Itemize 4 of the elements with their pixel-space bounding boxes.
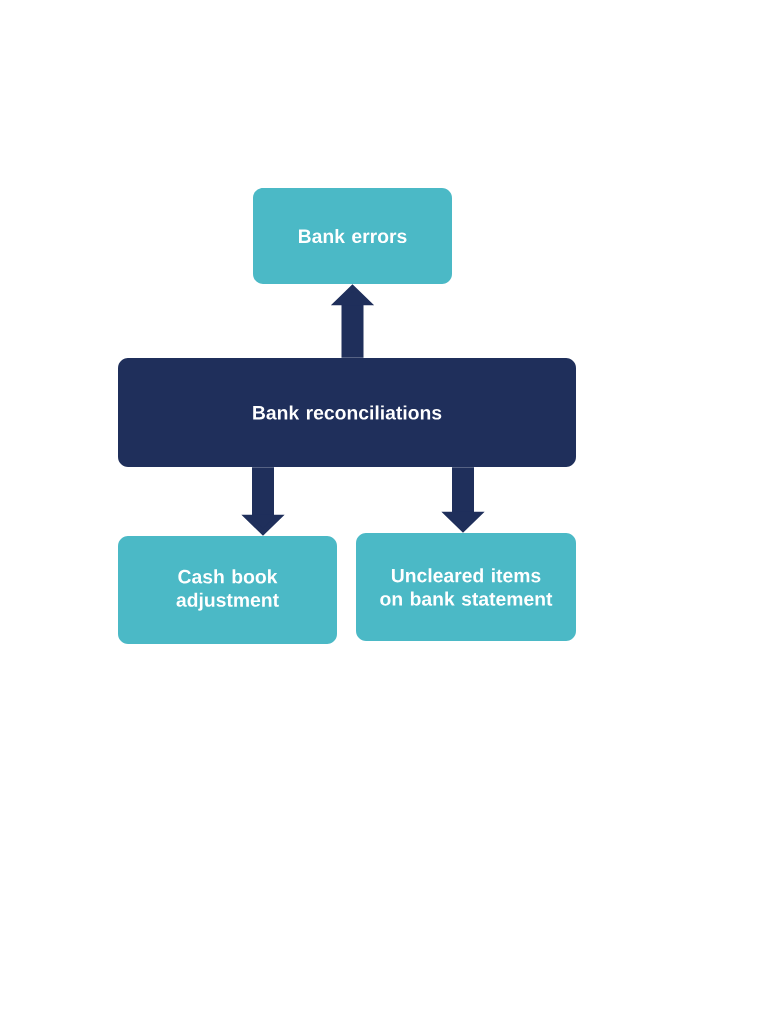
process-box: Uncleared items on bank statement [356, 533, 576, 641]
process-box: Bank reconciliations [118, 358, 576, 467]
process-box: Cash book adjustment [118, 536, 337, 644]
process-box: Bank errors [253, 188, 452, 284]
